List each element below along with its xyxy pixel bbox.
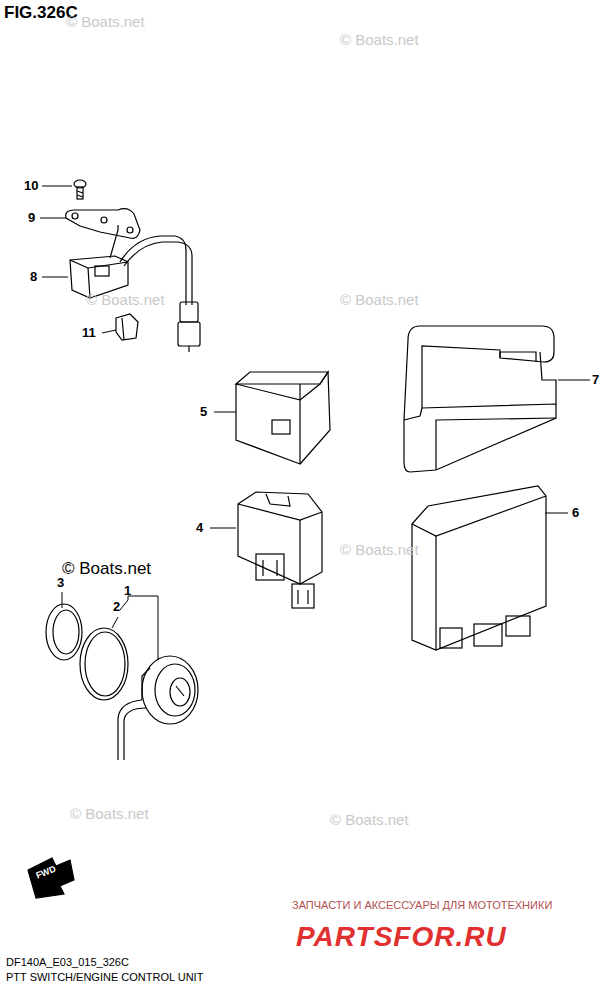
watermark: © Boats.net bbox=[86, 292, 165, 309]
callout-number: 6 bbox=[572, 506, 579, 520]
figure-caption: PTT SWITCH/ENGINE CONTROL UNIT bbox=[6, 971, 203, 983]
watermark: ЗАПЧАСТИ И АКСЕССУАРЫ ДЛЯ МОТОТЕХНИКИ bbox=[292, 899, 552, 911]
watermark: PARTSFOR.RU bbox=[296, 922, 507, 953]
watermark: © Boats.net bbox=[340, 292, 419, 309]
watermark: © Boats.net bbox=[70, 806, 149, 823]
callout-number: 10 bbox=[24, 179, 38, 193]
callout-number: 7 bbox=[592, 373, 599, 387]
watermark: © Boats.net bbox=[62, 560, 151, 579]
watermark: © Boats.net bbox=[330, 812, 409, 829]
callout-number: 2 bbox=[113, 600, 120, 614]
callout-number: 3 bbox=[57, 576, 64, 590]
watermark: © Boats.net bbox=[340, 542, 419, 559]
callout-number: 4 bbox=[196, 521, 203, 535]
callout-number: 11 bbox=[82, 326, 96, 340]
callout-number: 5 bbox=[200, 405, 207, 419]
callout-number: 9 bbox=[28, 211, 35, 225]
callout-number: 1 bbox=[124, 584, 131, 598]
watermark: © Boats.net bbox=[340, 32, 419, 49]
drawing-code: DF140A_E03_015_326C bbox=[6, 956, 129, 968]
callout-number: 8 bbox=[30, 270, 37, 284]
watermark: © Boats.net bbox=[66, 14, 145, 31]
